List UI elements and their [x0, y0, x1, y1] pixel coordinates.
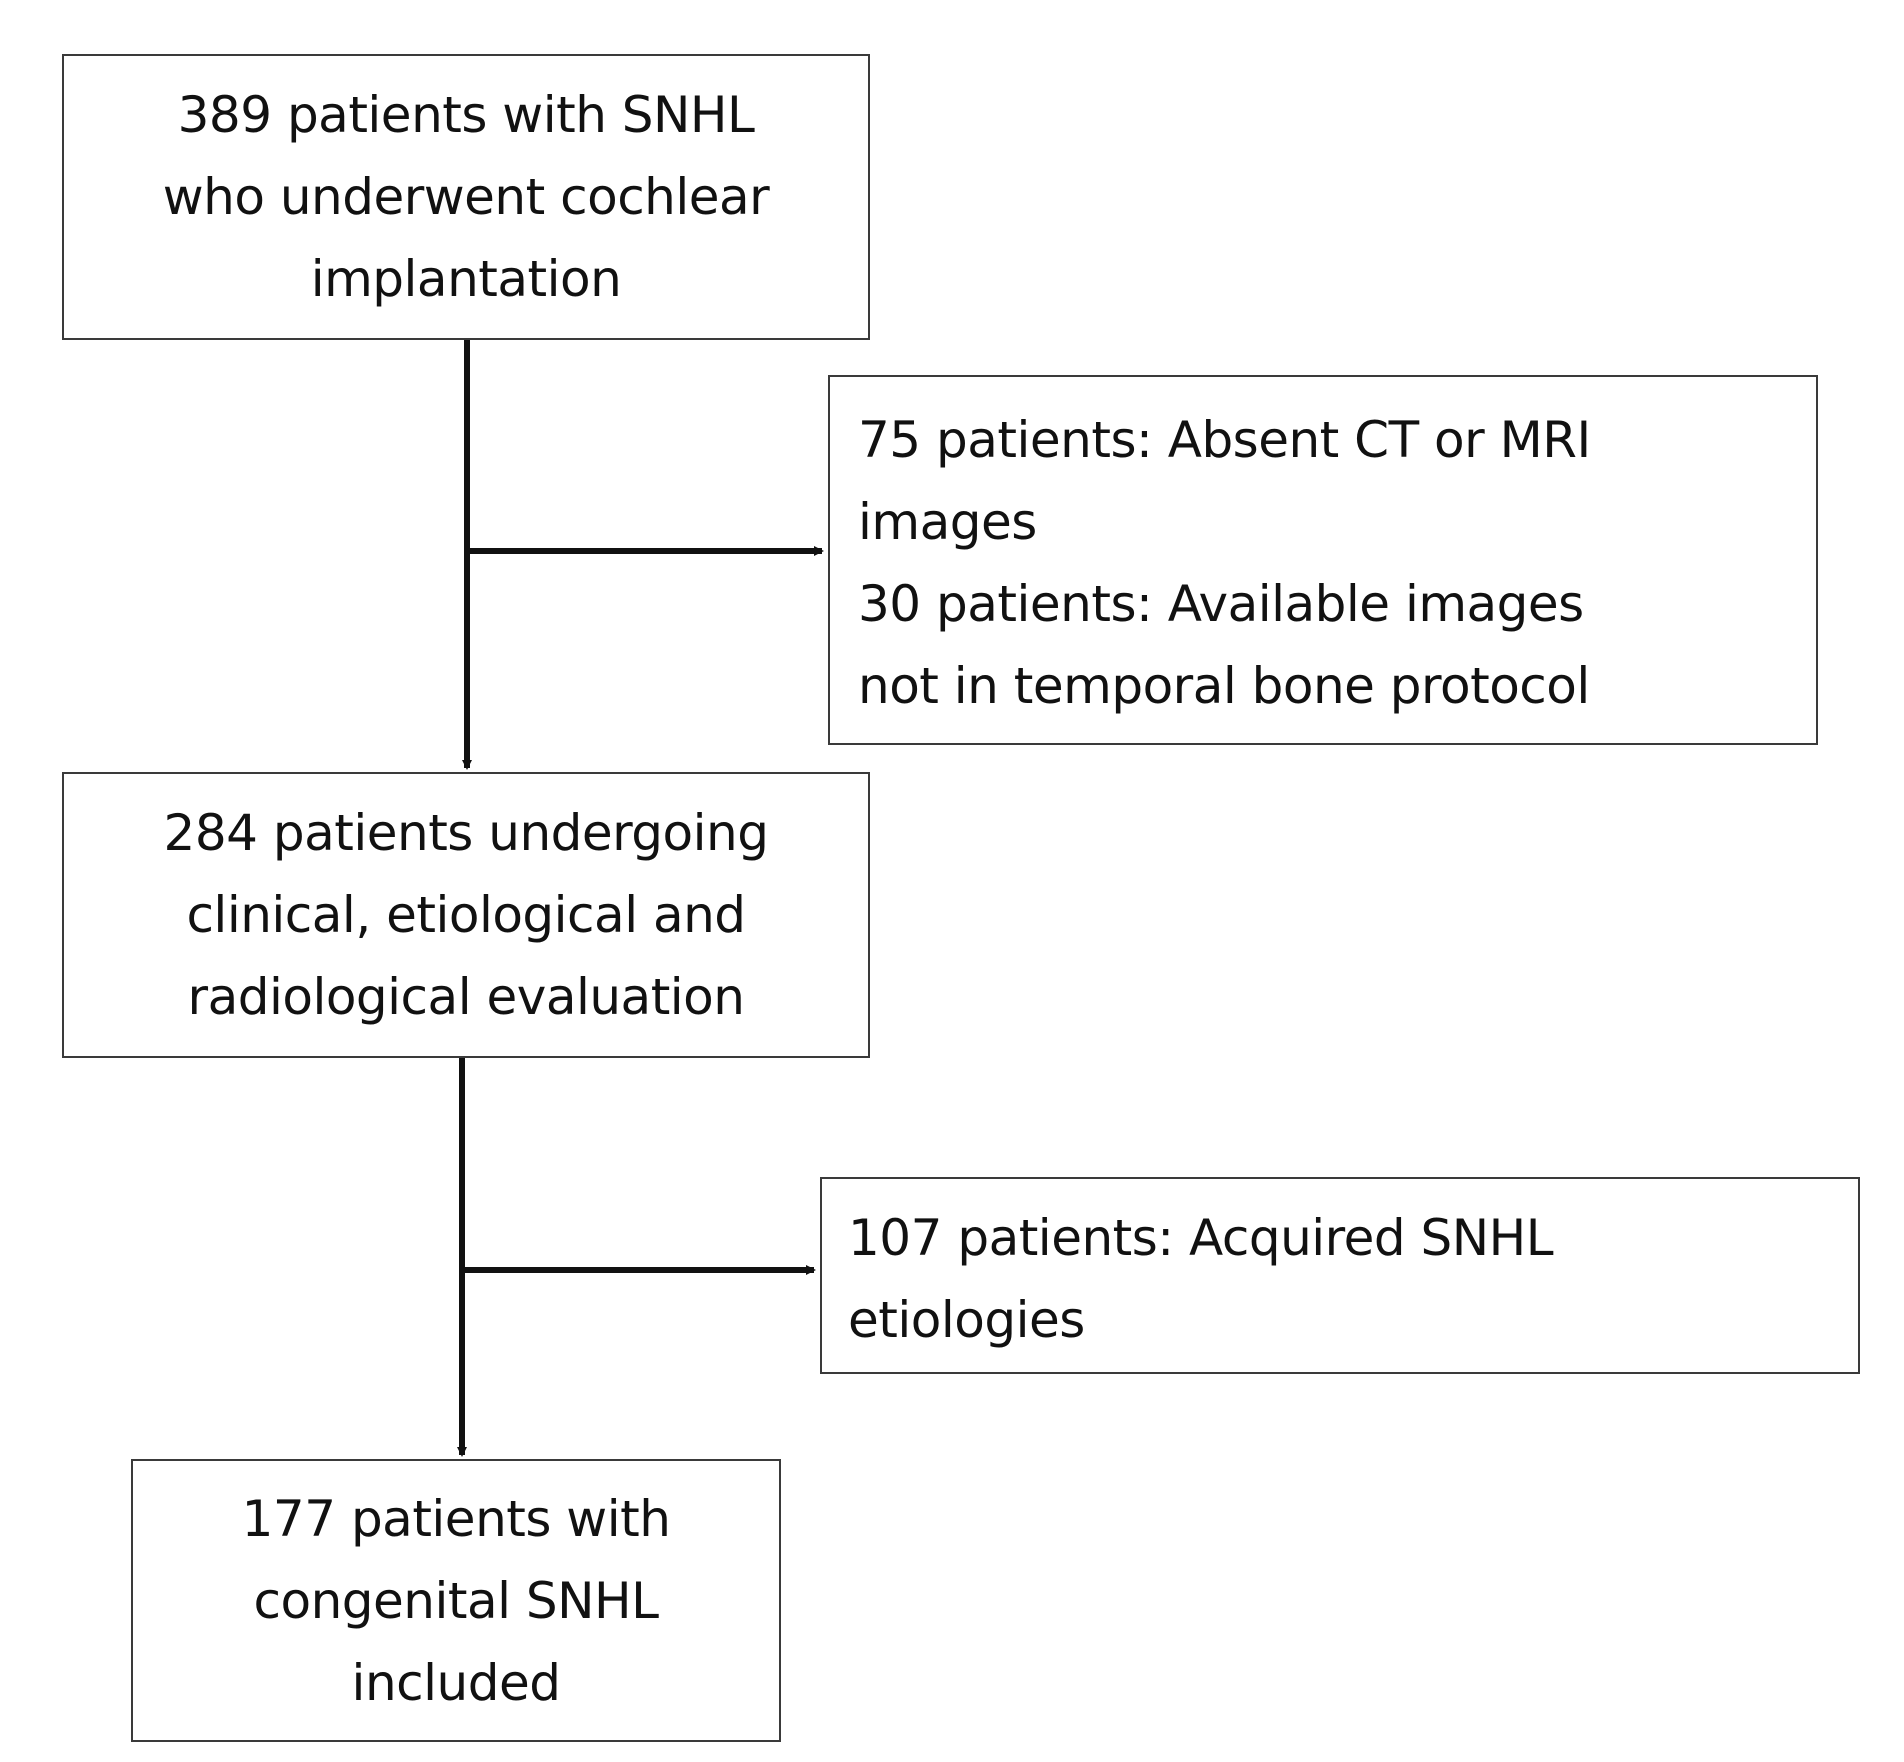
middle-box-line: radiological evaluation: [187, 968, 745, 1026]
middle-box: 284 patients undergoing clinical, etiolo…: [62, 772, 870, 1058]
final-box-line: congenital SNHL: [253, 1571, 659, 1630]
exclusion-1-line: 30 patients: Available images: [858, 575, 1584, 633]
exclusion-1-line: images: [858, 493, 1037, 551]
start-box-line: 389 patients with SNHL: [177, 86, 755, 144]
middle-box-line: 284 patients undergoing: [163, 804, 769, 862]
middle-box-text: 284 patients undergoing clinical, etiolo…: [164, 792, 769, 1038]
final-box-text: 177 patients with congenital SNHL includ…: [242, 1478, 671, 1724]
start-box-line: implantation: [310, 250, 622, 308]
final-box-line: 177 patients with: [241, 1489, 671, 1548]
exclusion-box-1: 75 patients: Absent CT or MRI images 30 …: [828, 375, 1818, 745]
final-box-line: included: [351, 1653, 561, 1712]
start-box-line: who underwent cochlear: [162, 168, 770, 226]
exclusion-box-2: 107 patients: Acquired SNHL etiologies: [820, 1177, 1860, 1374]
exclusion-2-line: 107 patients: Acquired SNHL: [848, 1209, 1554, 1267]
final-box: 177 patients with congenital SNHL includ…: [131, 1459, 781, 1742]
start-box-text: 389 patients with SNHL who underwent coc…: [162, 74, 770, 320]
exclusion-1-line: 75 patients: Absent CT or MRI: [858, 411, 1591, 469]
start-box: 389 patients with SNHL who underwent coc…: [62, 54, 870, 340]
exclusion-1-line: not in temporal bone protocol: [858, 657, 1590, 715]
exclusion-2-line: etiologies: [848, 1291, 1085, 1349]
middle-box-line: clinical, etiological and: [186, 886, 746, 944]
